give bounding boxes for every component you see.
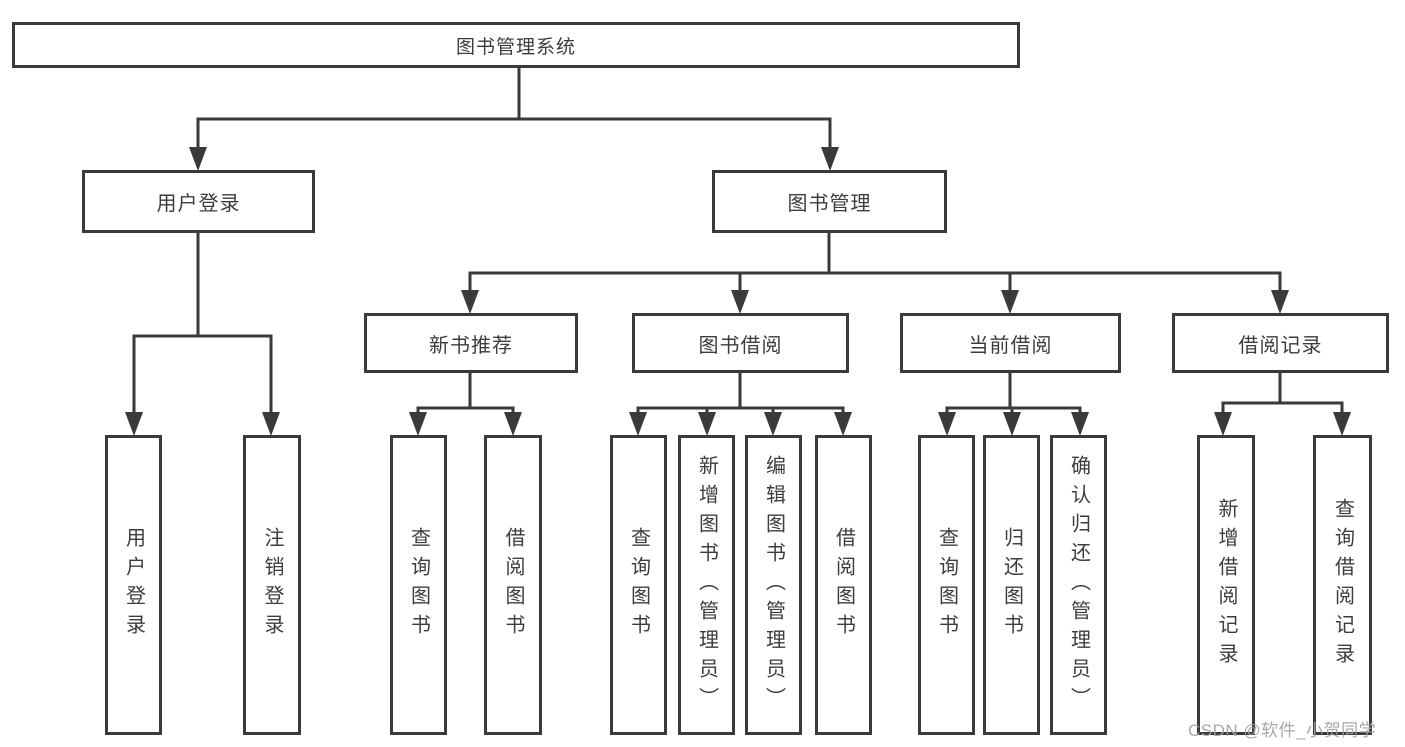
leaf-query-borrow-record: 查询借阅记录 (1313, 435, 1372, 735)
node-root: 图书管理系统 (12, 22, 1020, 68)
node-new-book-recommend: 新书推荐 (364, 313, 578, 373)
leaf-query-books-recommend: 查询图书 (390, 435, 447, 735)
leaf-edit-book-admin: 编辑图书（管理员） (745, 435, 802, 735)
node-book-borrow: 图书借阅 (632, 313, 849, 373)
node-user-login: 用户登录 (82, 170, 315, 233)
leaf-query-books-current: 查询图书 (918, 435, 975, 735)
leaf-borrow-books-borrow: 借阅图书 (815, 435, 872, 735)
leaf-confirm-return-admin: 确认归还（管理员） (1050, 435, 1107, 735)
leaf-add-book-admin: 新增图书（管理员） (678, 435, 735, 735)
leaf-user-login: 用户登录 (105, 435, 162, 735)
leaf-logout: 注销登录 (243, 435, 301, 735)
leaf-return-book: 归还图书 (983, 435, 1040, 735)
leaf-add-borrow-record: 新增借阅记录 (1197, 435, 1255, 735)
leaf-borrow-books-recommend: 借阅图书 (484, 435, 542, 735)
csdn-watermark: CSDN @软件_小贺同学 (1188, 721, 1377, 740)
node-book-management: 图书管理 (712, 170, 947, 233)
node-borrow-records: 借阅记录 (1172, 313, 1389, 373)
leaf-query-books-borrow: 查询图书 (610, 435, 667, 735)
node-current-borrow: 当前借阅 (900, 313, 1121, 373)
